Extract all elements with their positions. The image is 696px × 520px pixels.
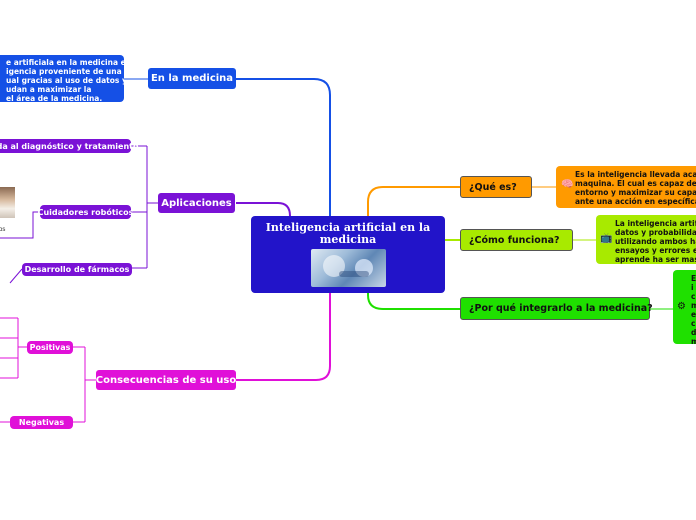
- description-line: ensayos y errores en: [615, 246, 696, 255]
- link-en-la-medicina: [236, 78, 331, 216]
- description-line: Es la inteligencia llevada acabo: [575, 170, 696, 179]
- description-line: ual gracias al uso de datos y: [6, 76, 124, 85]
- link-consecuencias: [236, 293, 331, 381]
- description-line: c: [691, 319, 696, 328]
- central-title: Inteligencia artificial en la medicina: [265, 221, 431, 246]
- description-line: E: [691, 274, 696, 283]
- description-line: e artificiala en la medicina es: [6, 58, 124, 67]
- brain-icon: 🧠: [561, 179, 574, 190]
- subtopic-positivas-label: Positivas: [29, 343, 71, 352]
- topic-consecuencias-label: Consecuencias de su uso: [95, 374, 237, 386]
- medical-ai-illustration: [310, 249, 386, 287]
- link-aplicaciones: [236, 202, 291, 217]
- topic-aplicaciones[interactable]: Aplicaciones: [158, 193, 235, 213]
- description-line: i: [691, 283, 694, 292]
- subtopic-negativas-label: Negativas: [18, 418, 65, 427]
- description-line: c: [691, 292, 696, 301]
- description-line: igencia proveniente de una: [6, 67, 122, 76]
- en-la-medicina-description[interactable]: e artificiala en la medicina es igencia …: [0, 55, 124, 102]
- subtopic-negativas[interactable]: Negativas: [10, 416, 73, 429]
- description-line: ante una acción en específica.: [575, 197, 696, 206]
- link-por-que: [367, 293, 460, 310]
- subtopic-cuidadores-label: Cuidadores robóticos: [37, 207, 134, 217]
- description-line: maquina. El cual es capaz de pe: [575, 179, 696, 188]
- description-line: m: [691, 301, 696, 310]
- subtopic-farmacos-label: Desarrollo de fármacos: [24, 265, 130, 274]
- description-line: utilizando ambos ha: [615, 237, 696, 246]
- link-que-es: [367, 186, 460, 216]
- subtopic-desarrollo-farmacos[interactable]: Desarrollo de fármacos: [22, 263, 132, 276]
- subtopic-positivas[interactable]: Positivas: [27, 341, 73, 354]
- description-line: d: [691, 328, 696, 337]
- gear-icon: ⚙: [677, 301, 686, 312]
- link-aplicaciones-bracket: [131, 145, 158, 269]
- tv-icon: 📺: [600, 233, 613, 244]
- topic-que-es[interactable]: ¿Qué es?: [460, 176, 532, 198]
- topic-como-funciona[interactable]: ¿Cómo funciona?: [460, 229, 573, 251]
- topic-aplicaciones-label: Aplicaciones: [161, 197, 232, 209]
- description-line: datos y probabilidad: [615, 228, 696, 237]
- subtopic-diagnostico[interactable]: ayuda al diagnóstico y tratamiento: [0, 139, 138, 153]
- topic-por-que-label: ¿Por qué integrarlo a la medicina?: [469, 303, 653, 314]
- description-line: La inteligencia artifi: [615, 219, 696, 228]
- topic-en-la-medicina[interactable]: En la medicina: [148, 68, 236, 89]
- description-line: e: [691, 310, 696, 319]
- description-line: udan a maximizar la: [6, 85, 92, 94]
- topic-por-que-integrarlo[interactable]: ¿Por qué integrarlo a la medicina?: [460, 297, 653, 320]
- description-line: entorno y maximizar su capaci: [575, 188, 696, 197]
- robot-caption: cos: [0, 227, 6, 233]
- link-farmacos: [9, 268, 23, 284]
- como-funciona-description[interactable]: 📺 La inteligencia artifi datos y probabi…: [596, 215, 696, 264]
- description-line: m: [691, 337, 696, 344]
- description-line: aprende ha ser mas: [615, 255, 696, 264]
- link-robot: [0, 211, 40, 239]
- link-consecuencias-bracket: [73, 346, 96, 423]
- que-es-description[interactable]: 🧠 Es la inteligencia llevada acabo maqui…: [556, 166, 696, 208]
- subtopic-diagnostico-label: ayuda al diagnóstico y tratamiento: [0, 141, 139, 151]
- topic-que-es-label: ¿Qué es?: [469, 181, 517, 193]
- description-line: el área de la medicina.: [6, 94, 103, 102]
- topic-en-la-medicina-label: En la medicina: [150, 73, 234, 84]
- topic-como-funciona-label: ¿Cómo funciona?: [469, 234, 560, 246]
- robot-caregiver-image: [0, 187, 15, 218]
- link-positivas-bracket: [0, 317, 27, 379]
- central-topic[interactable]: Inteligencia artificial en la medicina: [251, 216, 445, 293]
- topic-consecuencias[interactable]: Consecuencias de su uso: [96, 370, 236, 390]
- subtopic-cuidadores-roboticos[interactable]: Cuidadores robóticos: [37, 205, 134, 219]
- por-que-description[interactable]: ⚙ E i c m e c d m: [673, 270, 696, 344]
